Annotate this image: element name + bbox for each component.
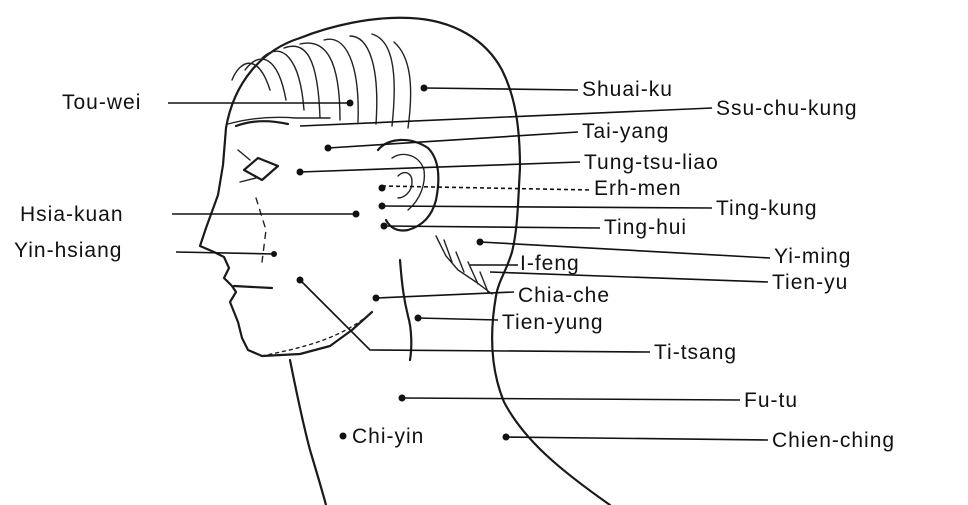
point-erh-men (379, 185, 386, 192)
point-fu-tu (399, 395, 406, 402)
label-tien-yung: Tien-yung (502, 312, 604, 333)
label-shuai-ku: Shuai-ku (582, 79, 673, 100)
leader-fu-tu (402, 398, 740, 400)
point-tai-yang (325, 145, 332, 152)
label-ting-hui: Ting-hui (604, 217, 687, 238)
face-profile-outline (200, 38, 372, 356)
cheek-line (256, 198, 266, 262)
leader-tung-tsu-liao (300, 162, 580, 172)
point-yin-hsiang (271, 251, 277, 257)
label-hsia-kuan: Hsia-kuan (20, 204, 124, 225)
point-shuai-ku (421, 85, 428, 92)
point-tou-wei (347, 100, 354, 107)
point-yi-ming (477, 239, 484, 246)
hair-strands (232, 34, 411, 128)
brow-shading (236, 121, 288, 126)
mouth-line (234, 286, 272, 288)
leader-tien-yung (418, 318, 498, 320)
eye (244, 158, 278, 180)
label-yi-ming: Yi-ming (774, 246, 851, 267)
label-ting-kung: Ting-kung (716, 198, 818, 219)
point-ti-tsang (297, 277, 304, 284)
point-ting-hui (381, 223, 388, 230)
label-chi-yin: Chi-yin (352, 426, 424, 447)
label-tien-yu: Tien-yu (772, 272, 848, 293)
ear-outer (378, 140, 438, 231)
label-chia-che: Chia-che (518, 285, 610, 306)
point-ting-kung (379, 203, 386, 210)
leader-chia-che (376, 292, 514, 298)
label-fu-tu: Fu-tu (744, 390, 798, 411)
point-chi-yin (340, 433, 347, 440)
label-tou-wei: Tou-wei (62, 92, 141, 113)
leader-shuai-ku (424, 88, 578, 90)
point-chia-che (373, 295, 380, 302)
ear-inner (392, 154, 424, 210)
label-ssu-chu-kung: Ssu-chu-kung (716, 98, 858, 119)
leader-tai-yang (328, 132, 578, 148)
leader-ting-kung (382, 206, 712, 208)
leader-erh-men (382, 186, 592, 190)
label-erh-men: Erh-men (594, 178, 682, 199)
label-tai-yang: Tai-yang (582, 121, 669, 142)
leader-chien-ching (506, 437, 768, 440)
label-yin-hsiang: Yin-hsiang (14, 240, 122, 261)
leader-yin-hsiang (176, 252, 274, 254)
label-ti-tsang: Ti-tsang (654, 342, 737, 363)
point-hsia-kuan (353, 211, 360, 218)
skull-outline (300, 18, 520, 296)
point-tien-yung (415, 315, 422, 322)
neck-front (290, 360, 326, 505)
label-chien-ching: Chien-ching (772, 430, 895, 451)
label-i-feng: I-feng (520, 253, 580, 274)
point-chien-ching (503, 434, 510, 441)
point-tung-tsu-liao (297, 169, 304, 176)
jaw-neck-line (400, 260, 411, 360)
label-tung-tsu-liao: Tung-tsu-liao (584, 152, 719, 173)
